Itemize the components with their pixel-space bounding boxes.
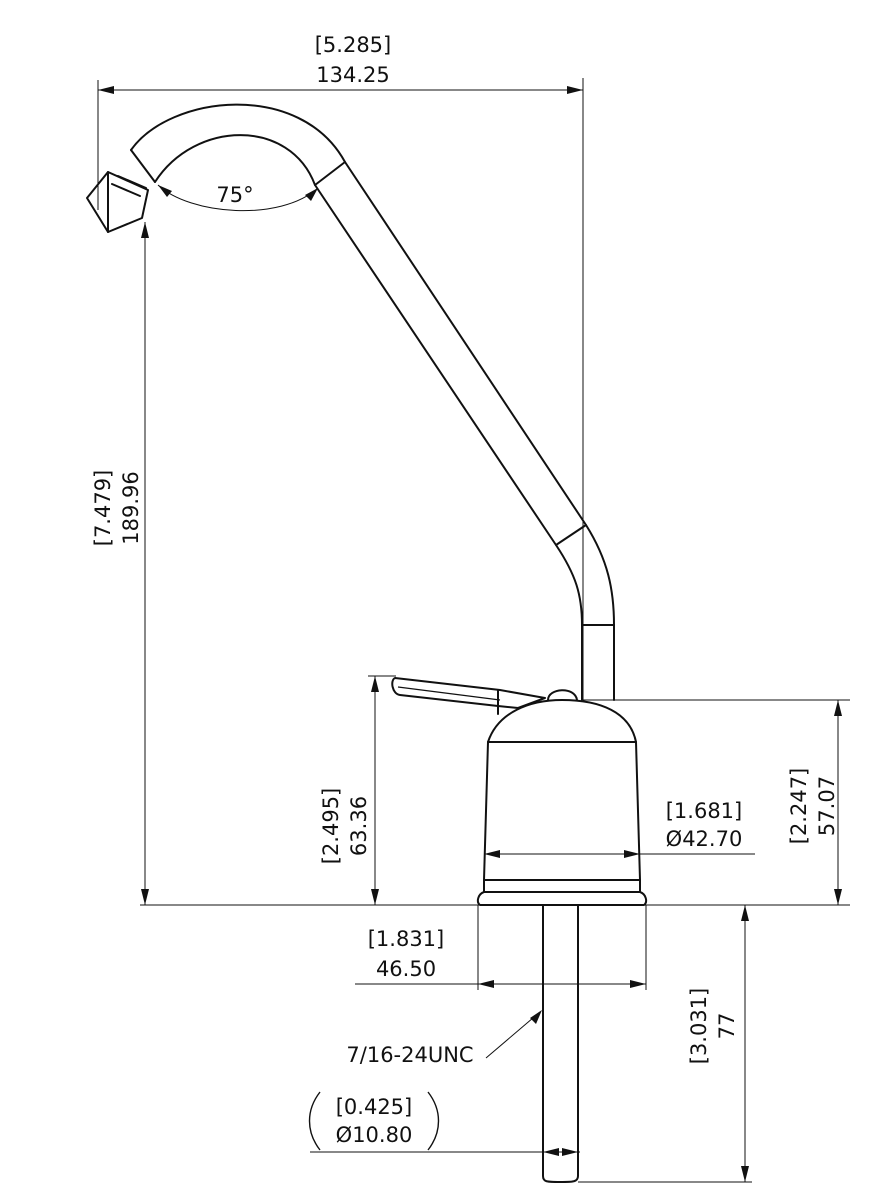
shank-length-imperial: [3.031] [687, 988, 711, 1065]
thread-spec-label: 7/16-24UNC [346, 1043, 473, 1067]
shank-diameter-imperial: [0.425] [336, 1095, 413, 1119]
spout-bend-joint [314, 161, 346, 186]
spout-tip-joint [130, 149, 156, 183]
aerator-nozzle [86, 171, 149, 233]
shank-length-metric: 77 [715, 1013, 739, 1040]
spout-outer-contour [130, 103, 615, 701]
base-flange [476, 879, 648, 906]
aerator-thread-lines [111, 175, 147, 197]
lever-center-line [397, 686, 501, 701]
spout-height-metric: 189.96 [119, 471, 143, 544]
lever-height-metric: 63.36 [347, 796, 371, 856]
spout-inner-contour [154, 134, 583, 701]
body-height-metric: 57.07 [815, 776, 839, 836]
faucet-outline [86, 103, 648, 1183]
body-height-imperial: [2.247] [787, 768, 811, 845]
dimension-lines [98, 86, 842, 1182]
base-width-metric: 46.50 [376, 957, 436, 981]
lever-handle [391, 677, 546, 709]
lever-height-imperial: [2.495] [319, 788, 343, 865]
shank-diameter-metric: Ø10.80 [336, 1123, 413, 1147]
spout-height-imperial: [7.479] [91, 470, 115, 547]
spout-angle-label: 75° [216, 183, 253, 207]
body-dome [487, 699, 637, 743]
body-cylinder [483, 741, 641, 881]
base-width-imperial: [1.831] [368, 927, 445, 951]
body-diameter-imperial: [1.681] [666, 799, 743, 823]
extension-lines [97, 78, 850, 1183]
body-diameter-metric: Ø42.70 [666, 827, 743, 851]
overall-reach-imperial: [5.285] [315, 33, 392, 57]
overall-reach-metric: 134.25 [316, 63, 389, 87]
dimension-labels: [5.285] 134.25 75° [7.479] 189.96 [2.495… [91, 33, 839, 1147]
lever-pivot-cap [547, 689, 578, 701]
spout-lower-bend-joint [555, 524, 587, 546]
threaded-shank [542, 904, 579, 1183]
